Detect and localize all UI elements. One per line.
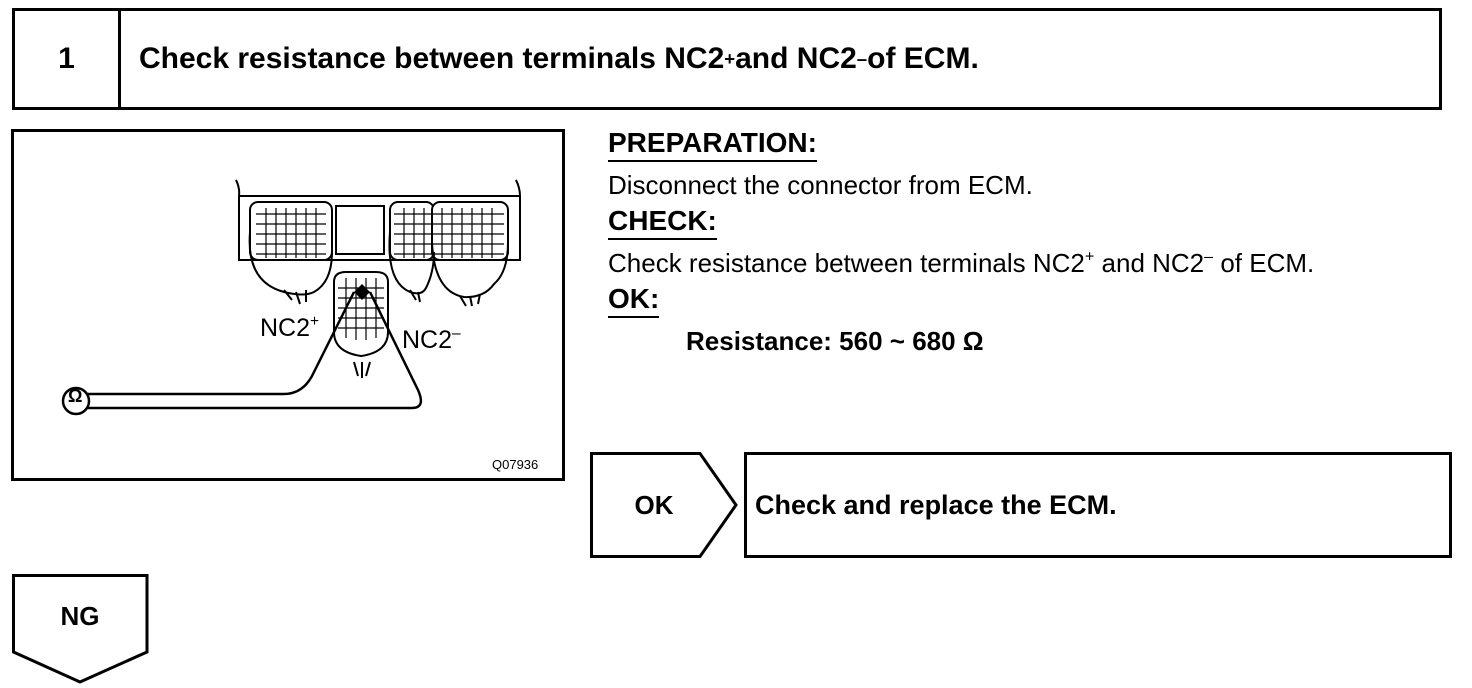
- step-title-end: of ECM.: [867, 42, 979, 75]
- ecm-housing: [235, 179, 521, 261]
- ok-action-text: Check and replace the ECM.: [755, 489, 1117, 520]
- resistance-spec: Resistance: 560 ~ 680 Ω: [686, 326, 984, 356]
- step-title-main: Check resistance between terminals NC2: [139, 42, 725, 75]
- ecm-left-connector: [249, 201, 333, 261]
- ng-branch-label: NG: [60, 600, 100, 631]
- ecm-connector-illustration: [61, 179, 521, 416]
- nc2-plus-label: NC2+: [260, 312, 320, 342]
- ecm-hanging-connector: [333, 271, 389, 358]
- ok-arrow-shape: [590, 452, 738, 558]
- ohmmeter-icon: [61, 386, 91, 416]
- step-number: 1: [15, 11, 121, 107]
- ohm-symbol: Ω: [68, 386, 83, 406]
- check-heading: CHECK:: [608, 206, 717, 240]
- nc2-minus-label: NC2–: [402, 324, 461, 354]
- ok-heading: OK:: [608, 284, 660, 318]
- figure-code: Q07936: [492, 457, 539, 472]
- step-header: 1 Check resistance between terminals NC2…: [12, 8, 1442, 110]
- probe-tip: [354, 284, 370, 300]
- ecm-center-block: [335, 205, 385, 255]
- ng-arrow-shape: [12, 574, 149, 684]
- ok-action-box: Check and replace the ECM.: [744, 452, 1452, 558]
- step-title-mid: and NC2: [735, 42, 857, 75]
- preparation-text: Disconnect the connector from ECM.: [608, 170, 1033, 200]
- ecm-connector-figure: NC2+ NC2– Ω Q07936: [11, 129, 565, 481]
- check-text: Check resistance between terminals NC2+ …: [608, 247, 1315, 278]
- ok-branch-label: OK: [634, 489, 674, 520]
- wire-harness: [248, 231, 509, 307]
- preparation-heading: PREPARATION:: [608, 128, 817, 162]
- ecm-right-connector: [389, 201, 509, 261]
- step-title: Check resistance between terminals NC2+ …: [139, 42, 979, 75]
